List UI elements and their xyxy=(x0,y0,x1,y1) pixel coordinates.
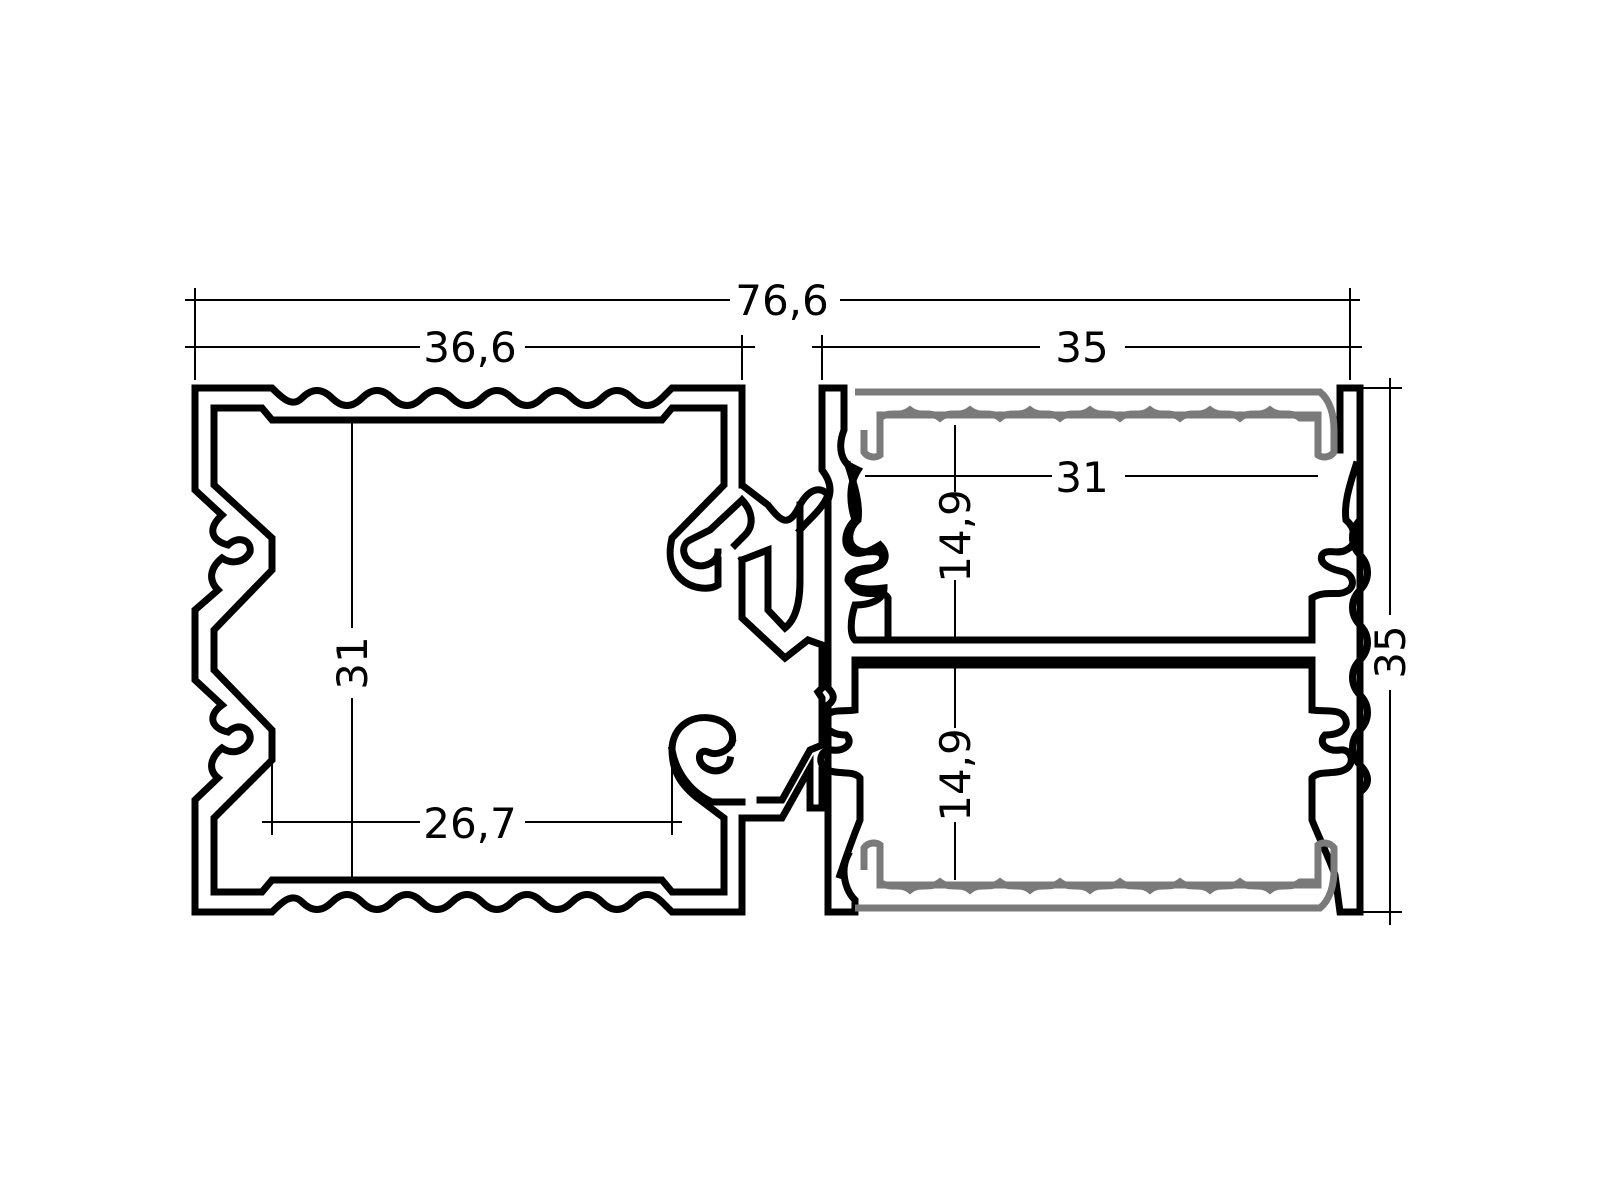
label-right-inner-width: 31 xyxy=(1055,453,1108,502)
label-right-height: 35 xyxy=(1366,625,1415,678)
label-right-width: 35 xyxy=(1055,323,1108,372)
right-upper-chamber xyxy=(843,460,1361,644)
left-lower-clip-hook xyxy=(667,737,746,806)
label-left-width: 36,6 xyxy=(423,323,517,372)
right-profile-right-wall xyxy=(1336,384,1371,916)
dimension-labels: 76,6 36,6 35 31 26,7 31 35 14,9 14,9 xyxy=(328,276,1415,848)
left-upper-clip-hook xyxy=(680,495,755,570)
lower-gasket-insert xyxy=(855,839,1338,912)
label-left-inner-width: 26,7 xyxy=(423,799,517,848)
label-lower-chamber-height: 14,9 xyxy=(931,728,980,822)
right-lower-chamber xyxy=(817,384,1364,916)
dimension-lines xyxy=(185,288,1402,925)
upper-gasket-insert xyxy=(855,388,1338,461)
right-profile xyxy=(817,384,1371,916)
left-profile-outer-contour xyxy=(191,384,833,916)
label-upper-chamber-height: 14,9 xyxy=(931,489,980,583)
left-profile xyxy=(191,384,833,916)
left-center-connector xyxy=(737,501,826,804)
label-overall-width: 76,6 xyxy=(735,276,829,325)
label-left-height: 31 xyxy=(328,636,377,689)
